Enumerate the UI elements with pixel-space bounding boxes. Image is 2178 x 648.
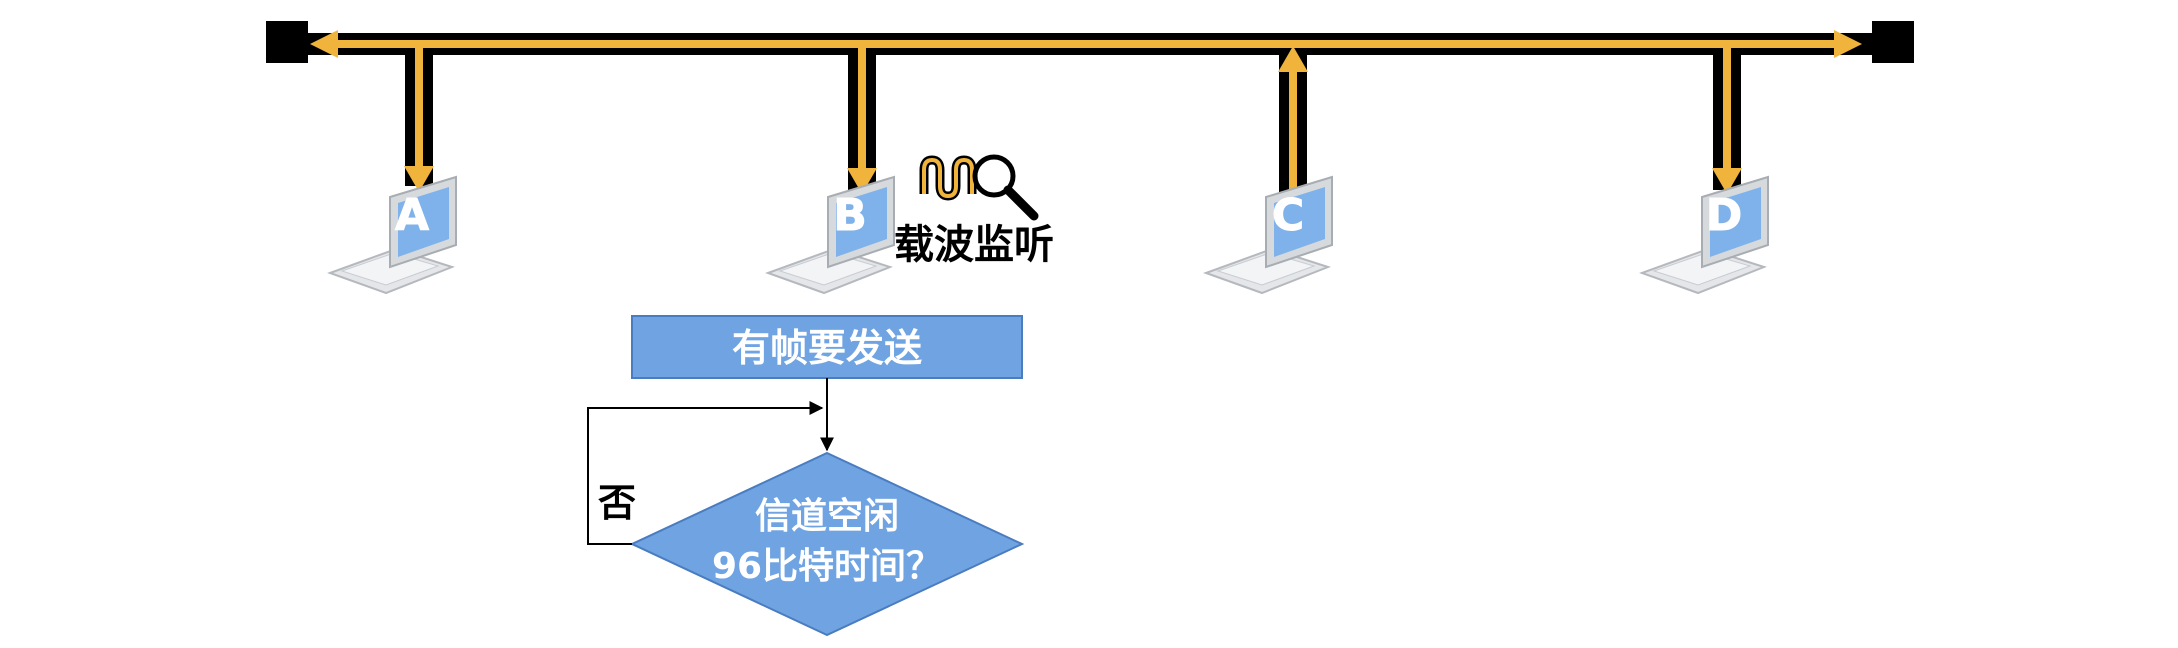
station-d: D xyxy=(1641,176,1769,294)
flowchart: 有帧要发送 信道空闲 96比特时间？ 否 xyxy=(587,315,1025,637)
drop-arrow-a xyxy=(404,166,434,192)
station-a: A xyxy=(329,176,457,294)
station-label: A xyxy=(395,190,429,241)
decision-line1: 信道空闲 xyxy=(755,496,899,537)
drop-arrow-d xyxy=(1712,168,1742,194)
station-drops xyxy=(404,46,1742,196)
drop-arrow-c xyxy=(1278,46,1308,72)
magnifier-icon xyxy=(972,154,1039,221)
bus-arrow-right xyxy=(1834,30,1862,58)
drop-arrow-b xyxy=(847,168,877,194)
station-label: C xyxy=(1272,190,1304,241)
signal-wave-icon xyxy=(919,155,977,201)
start-box-label: 有帧要发送 xyxy=(732,326,922,370)
carrier-sense: 载波监听 xyxy=(894,154,1054,268)
decision-diamond xyxy=(629,451,1025,637)
carrier-sense-label: 载波监听 xyxy=(894,222,1054,268)
shared-bus xyxy=(266,21,1914,63)
laptop-icon xyxy=(329,176,457,294)
signal-wave-icon-inner xyxy=(922,158,974,198)
bus-arrow-left xyxy=(310,30,338,58)
no-label: 否 xyxy=(598,481,636,525)
station-b: B xyxy=(767,176,895,294)
station-label: D xyxy=(1706,190,1743,241)
laptop-icon xyxy=(767,176,895,294)
decision-line2: 96比特时间？ xyxy=(712,546,942,587)
laptop-icon xyxy=(1205,176,1333,294)
no-loop-path xyxy=(587,401,824,545)
station-label: B xyxy=(833,190,867,241)
station-c: C xyxy=(1205,176,1333,294)
